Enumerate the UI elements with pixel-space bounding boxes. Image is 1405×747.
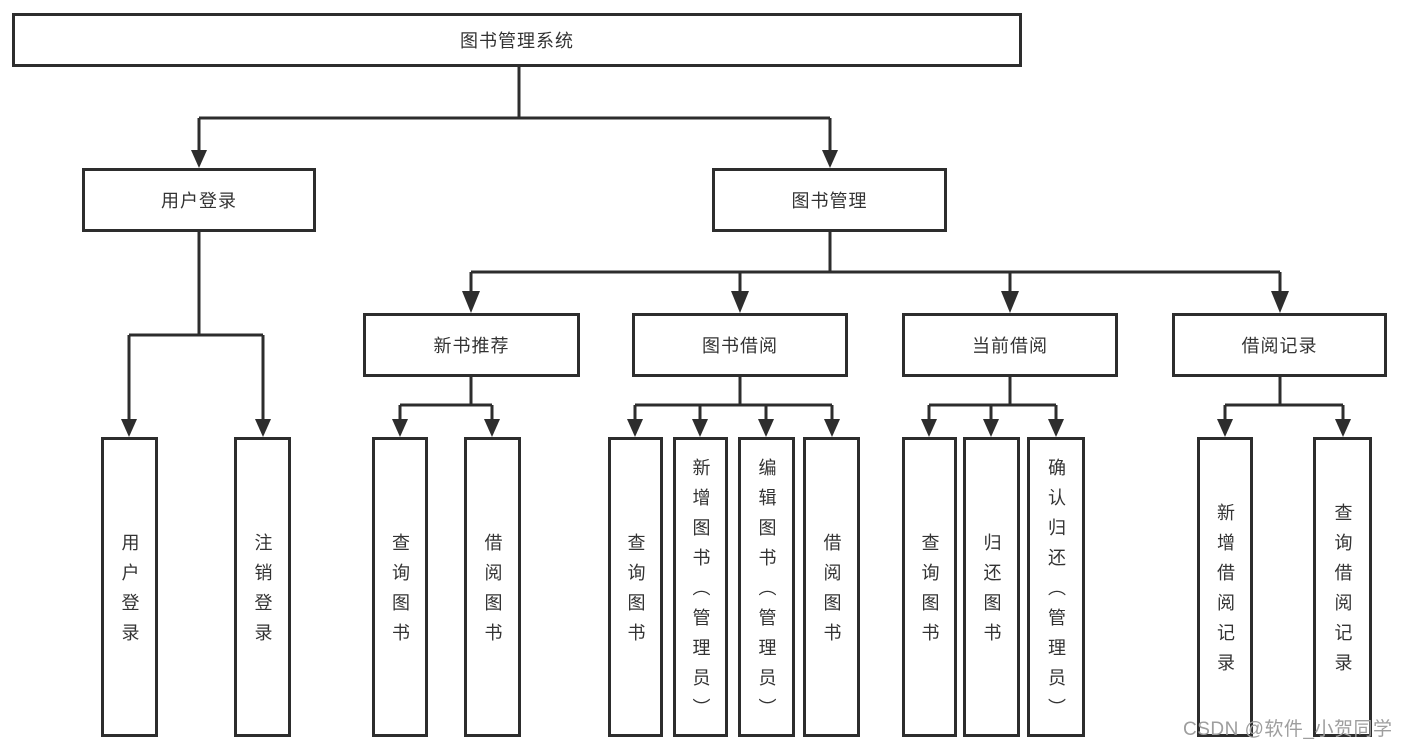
connector-book-management-children <box>462 232 1289 313</box>
leaf-borrow-books-recommendation: 借阅图书 <box>464 437 521 737</box>
leaf-query-books-recommendation: 查询图书 <box>372 437 428 737</box>
node-label: 新书推荐 <box>433 336 510 356</box>
leaf-query-books-borrowing: 查询图书 <box>608 437 663 737</box>
leaf-add-borrow-record: 新增借阅记录 <box>1197 437 1253 737</box>
node-label: 编辑图书（管理员） <box>756 458 777 728</box>
connector-new-book-recommendation-children <box>392 377 500 437</box>
node-label: 用户登录 <box>119 533 140 653</box>
node-user-login: 用户登录 <box>82 168 316 232</box>
node-label: 查询图书 <box>625 533 646 653</box>
node-label: 当前借阅 <box>972 336 1048 356</box>
leaf-query-borrow-record: 查询借阅记录 <box>1313 437 1372 737</box>
connector-user-login-children <box>121 232 271 437</box>
node-label: 查询图书 <box>390 533 410 653</box>
node-label: 用户登录 <box>161 191 237 211</box>
node-book-borrowing: 图书借阅 <box>632 313 848 377</box>
node-label: 新增借阅记录 <box>1215 503 1235 683</box>
connector-borrowing-records-children <box>1217 377 1351 437</box>
node-label: 借阅记录 <box>1241 336 1318 356</box>
leaf-confirm-return-admin: 确认归还（管理员） <box>1027 437 1085 737</box>
node-new-book-recommendation: 新书推荐 <box>363 313 580 377</box>
node-label: 借阅图书 <box>482 533 503 653</box>
node-borrowing-records: 借阅记录 <box>1172 313 1387 377</box>
connector-root-to-level2 <box>191 67 838 168</box>
node-label: 查询图书 <box>919 533 940 653</box>
node-book-management: 图书管理 <box>712 168 947 232</box>
leaf-add-book-admin: 新增图书（管理员） <box>673 437 728 737</box>
connector-book-borrowing-children <box>627 377 840 437</box>
csdn-watermark: CSDN @软件_小贺同学 <box>1183 719 1393 740</box>
leaf-logout: 注销登录 <box>234 437 291 737</box>
node-label: 注销登录 <box>252 533 273 653</box>
node-current-borrowing: 当前借阅 <box>902 313 1118 377</box>
node-label: 借阅图书 <box>821 533 842 653</box>
node-label: 图书管理 <box>791 191 868 211</box>
leaf-query-books-current: 查询图书 <box>902 437 957 737</box>
leaf-return-books: 归还图书 <box>963 437 1020 737</box>
node-label: 归还图书 <box>981 533 1002 653</box>
node-label: 确认归还（管理员） <box>1046 458 1066 728</box>
leaf-edit-book-admin: 编辑图书（管理员） <box>738 437 795 737</box>
node-label: 新增图书（管理员） <box>690 458 711 728</box>
node-label: 图书管理系统 <box>460 31 574 51</box>
node-library-management-system: 图书管理系统 <box>12 13 1022 67</box>
connector-current-borrowing-children <box>921 377 1064 437</box>
node-label: 查询借阅记录 <box>1332 503 1353 683</box>
node-label: 图书借阅 <box>702 336 778 356</box>
leaf-borrow-books-borrowing: 借阅图书 <box>803 437 860 737</box>
leaf-user-login: 用户登录 <box>101 437 158 737</box>
